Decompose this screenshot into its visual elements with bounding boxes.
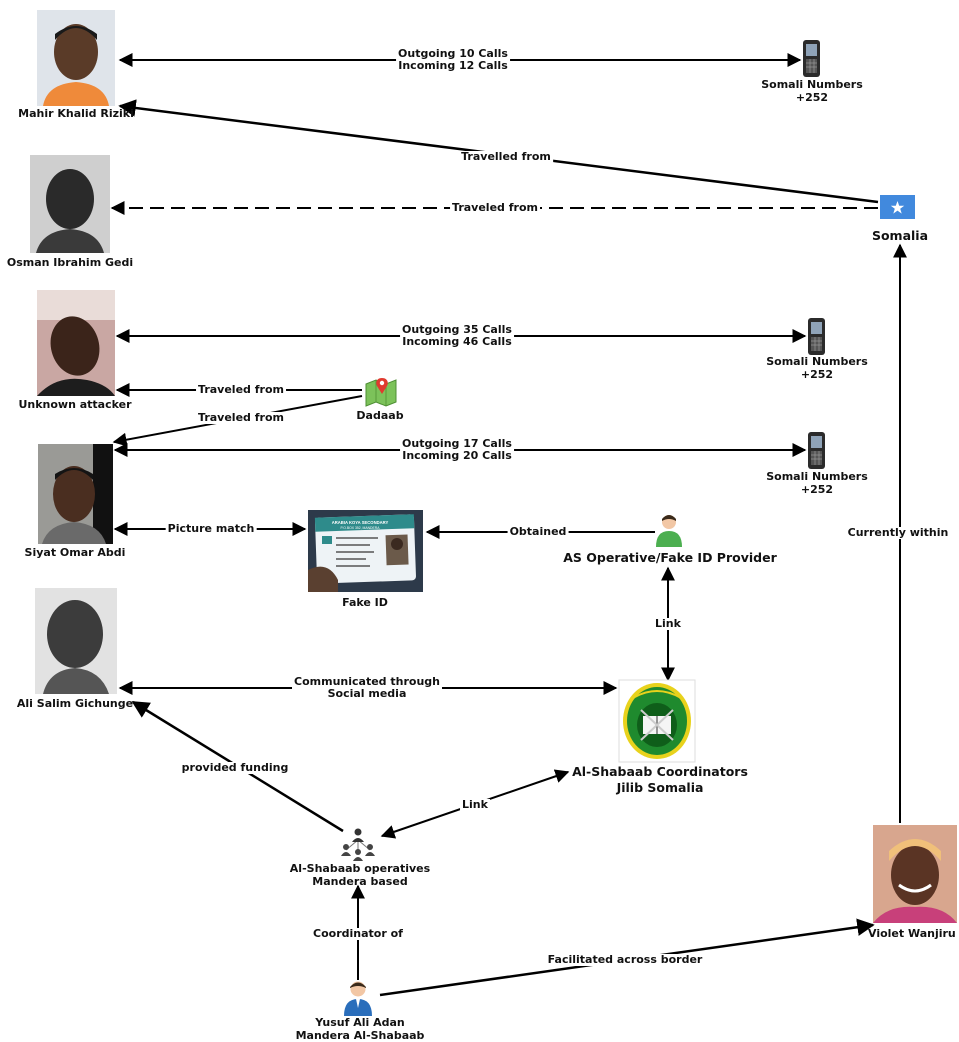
node-label-phone1-line1: Somali Numbers — [761, 78, 863, 91]
edge-label-traveled-from-unknown: Traveled from — [196, 383, 286, 396]
node-label-phone3-line2: +252 — [800, 483, 834, 496]
node-label-phone2-line2: +252 — [800, 368, 834, 381]
photo-osman — [30, 155, 110, 253]
node-label-provider: AS Operative/Fake ID Provider — [563, 550, 777, 565]
edge-label-link-operatives: Link — [460, 798, 490, 811]
node-label-phone1: Somali Numbers +252 — [752, 78, 872, 104]
node-label-phone2: Somali Numbers +252 — [757, 355, 877, 381]
node-label-operatives-line1: Al-Shabaab operatives — [289, 862, 431, 875]
edge-label-calls-2: Outgoing 35 Calls Incoming 46 Calls — [400, 324, 514, 348]
node-label-fake-id: Fake ID — [342, 596, 388, 609]
photo-siyat — [38, 444, 113, 544]
fake-id-card-image: ARABIA KOYA SECONDARY P.O.BOX 352, MANDE… — [308, 510, 423, 592]
node-label-operatives-line2: Mandera based — [312, 875, 408, 888]
group-network-icon — [341, 828, 375, 861]
edge-label-provided-funding: provided funding — [179, 761, 291, 774]
edge-label-calls-3: Outgoing 17 Calls Incoming 20 Calls — [400, 438, 514, 462]
edge-label-calls-1-in: Incoming 12 Calls — [398, 59, 508, 72]
edge-label-social-media: Communicated through Social media — [292, 676, 442, 700]
photo-violet — [873, 825, 957, 923]
map-pin-icon — [365, 378, 397, 407]
node-label-yusuf-line1: Yusuf Ali Adan — [315, 1016, 405, 1029]
edge-label-calls-1: Outgoing 10 Calls Incoming 12 Calls — [396, 48, 510, 72]
node-label-ali: Ali Salim Gichunge — [16, 697, 134, 710]
node-label-phone3: Somali Numbers +252 — [757, 470, 877, 496]
edge-label-social-media-line2: Social media — [327, 687, 407, 700]
node-label-yusuf-line2: Mandera Al-Shabaab — [295, 1029, 425, 1042]
fake-id-card-sub: P.O.BOX 352, MANDERA — [341, 526, 381, 530]
edge-label-calls-2-out: Outgoing 35 Calls — [402, 323, 512, 336]
al-shabaab-emblem-image — [618, 679, 696, 763]
edge-label-calls-3-in: Incoming 20 Calls — [402, 449, 512, 462]
somalia-flag-icon — [880, 195, 915, 219]
edge-label-calls-2-in: Incoming 46 Calls — [402, 335, 512, 348]
photo-ali — [35, 588, 117, 694]
photo-mahir — [37, 10, 115, 106]
edge-label-calls-3-out: Outgoing 17 Calls — [402, 437, 512, 450]
edge-label-social-media-line1: Communicated through — [294, 675, 440, 688]
node-label-mahir: Mahir Khalid Riziki — [18, 107, 134, 120]
node-label-phone3-line1: Somali Numbers — [766, 470, 868, 483]
node-label-coordinators: Al-Shabaab Coordinators Jilib Somalia — [560, 764, 760, 796]
person-icon — [656, 515, 682, 547]
phone-icon — [803, 40, 820, 77]
edge-label-facilitated: Facilitated across border — [545, 953, 705, 966]
edge-label-obtained: Obtained — [507, 525, 569, 538]
person-icon — [344, 981, 372, 1016]
edge-label-calls-1-out: Outgoing 10 Calls — [398, 47, 508, 60]
node-label-phone1-line2: +252 — [795, 91, 829, 104]
node-label-coordinators-line1: Al-Shabaab Coordinators — [572, 764, 748, 779]
photo-unknown-attacker — [37, 290, 115, 396]
node-label-phone2-line1: Somali Numbers — [766, 355, 868, 368]
node-label-unknown-attacker: Unknown attacker — [18, 398, 132, 411]
node-label-somalia: Somalia — [871, 228, 929, 243]
edge-label-picture-match: Picture match — [165, 522, 257, 535]
node-label-violet: Violet Wanjiru — [868, 927, 956, 940]
node-label-siyat: Siyat Omar Abdi — [24, 546, 126, 559]
node-label-osman: Osman Ibrahim Gedi — [6, 256, 134, 269]
node-label-yusuf: Yusuf Ali Adan Mandera Al-Shabaab — [280, 1016, 440, 1042]
edge-label-travelled-from: Travelled from — [459, 150, 553, 163]
fake-id-card-header: ARABIA KOYA SECONDARY — [332, 520, 389, 525]
node-label-coordinators-line2: Jilib Somalia — [616, 780, 704, 795]
edge-label-traveled-from-osman: Traveled from — [450, 201, 540, 214]
node-label-dadaab: Dadaab — [356, 409, 404, 422]
edge-label-link-provider: Link — [653, 617, 683, 630]
edge-label-traveled-from-siyat: Traveled from — [196, 411, 286, 424]
phone-icon — [808, 318, 825, 355]
edge-label-coordinator-of: Coordinator of — [311, 927, 405, 940]
node-label-operatives: Al-Shabaab operatives Mandera based — [280, 862, 440, 888]
edge-label-currently-within: Currently within — [845, 526, 951, 539]
phone-icon — [808, 432, 825, 469]
